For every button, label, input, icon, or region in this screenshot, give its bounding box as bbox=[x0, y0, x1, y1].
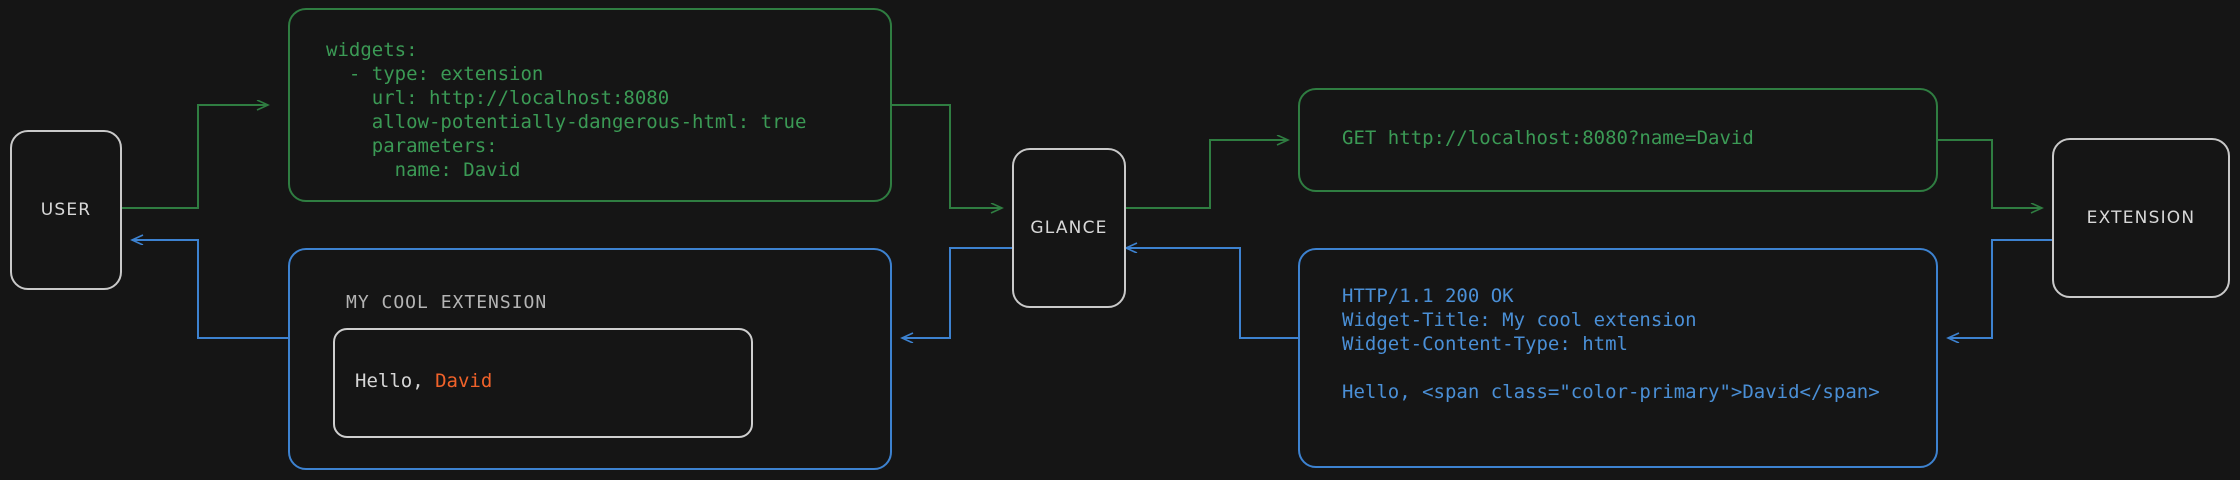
wire-widget-to-user bbox=[132, 240, 288, 339]
node-extension-label: EXTENSION bbox=[2086, 208, 2196, 228]
wire-response-to-glance bbox=[1126, 248, 1298, 339]
widget-greeting-prefix: Hello, bbox=[355, 370, 436, 392]
yaml-config-text: widgets: - type: extension url: http://l… bbox=[326, 39, 807, 181]
widget-greeting-name: David bbox=[435, 370, 493, 392]
wire-extension-to-response bbox=[1948, 239, 2052, 338]
node-user[interactable]: USER bbox=[10, 130, 122, 290]
widget-body: Hello, David bbox=[333, 328, 753, 438]
widget-greeting: Hello, David bbox=[355, 370, 492, 392]
widget-title: MY COOL EXTENSION bbox=[346, 292, 548, 313]
panel-http-get-request: GET http://localhost:8080?name=David bbox=[1298, 88, 1938, 192]
node-extension[interactable]: EXTENSION bbox=[2052, 138, 2230, 298]
wire-yaml-to-glance bbox=[892, 104, 1002, 208]
node-glance[interactable]: GLANCE bbox=[1012, 148, 1126, 308]
wire-glance-to-widget bbox=[902, 247, 1012, 338]
panel-widget-yaml-config: widgets: - type: extension url: http://l… bbox=[288, 8, 892, 202]
http-response-text: HTTP/1.1 200 OK Widget-Title: My cool ex… bbox=[1342, 285, 1880, 403]
node-user-label: USER bbox=[40, 200, 92, 220]
node-glance-label: GLANCE bbox=[1030, 218, 1108, 238]
panel-http-response: HTTP/1.1 200 OK Widget-Title: My cool ex… bbox=[1298, 248, 1938, 468]
wire-user-to-yaml bbox=[122, 105, 268, 209]
wire-glance-to-get bbox=[1126, 140, 1288, 209]
panel-rendered-widget: MY COOL EXTENSION Hello, David bbox=[288, 248, 892, 470]
http-get-request-text: GET http://localhost:8080?name=David bbox=[1342, 127, 1754, 149]
wire-get-to-extension bbox=[1938, 139, 2042, 208]
